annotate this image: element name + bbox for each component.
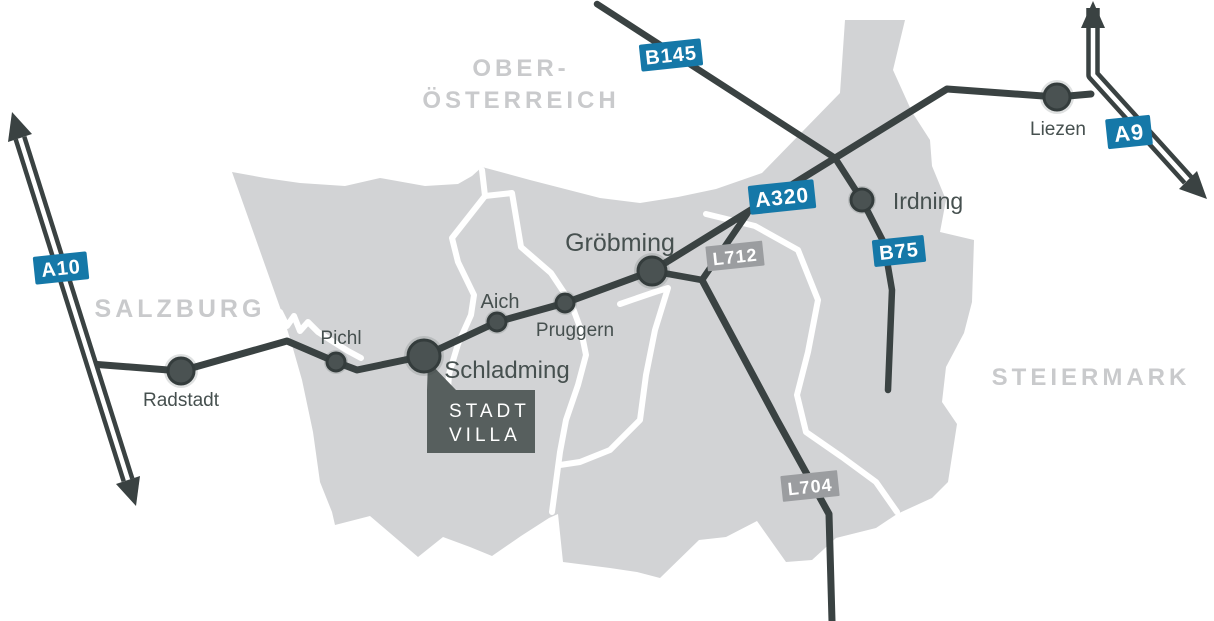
road-badge-b75-label: B75: [878, 239, 920, 265]
town-node-pichl: [325, 351, 347, 373]
road-badge-l712: L712: [705, 240, 765, 272]
local-white-roads: [277, 167, 900, 515]
town-node-aich: [486, 311, 508, 333]
white-road-west-branch: [445, 167, 488, 393]
town-label-aich: Aich: [481, 291, 520, 313]
road-badge-b145: B145: [638, 38, 704, 72]
town-label-schladming: Schladming: [444, 357, 569, 384]
region-label-salzburg: SALZBURG: [95, 295, 266, 323]
road-ennstal-main: [87, 85, 1095, 375]
a9-arrowhead-north: [1081, 1, 1105, 28]
road-badge-a320-label: A320: [754, 184, 810, 213]
town-node-pruggern: [554, 292, 576, 314]
callout-line2: VILLA: [449, 425, 521, 446]
road-badge-a10-label: A10: [40, 256, 82, 282]
region-labels: SALZBURG OBER- ÖSTERREICH STEIERMARK: [95, 55, 1191, 391]
road-badge-a10: A10: [32, 251, 90, 285]
callout-box: [427, 390, 535, 453]
a10-arrowhead-south: [116, 476, 140, 506]
road-badge-a9-label: A9: [1113, 119, 1146, 147]
town-label-irdning: Irdning: [893, 188, 963, 214]
town-labels: Radstadt Pichl Schladming Aich Pruggern …: [143, 119, 1086, 411]
town-label-groebming: Gröbming: [565, 229, 675, 257]
town-nodes: [164, 80, 1074, 388]
road-badge-b145-label: B145: [644, 42, 698, 69]
a10-arrowhead-north: [8, 112, 32, 142]
road-badge-b75: B75: [871, 235, 927, 267]
a9-arrowhead-south: [1179, 171, 1207, 199]
town-node-liezen: [1042, 82, 1072, 112]
road-l704: [698, 276, 836, 621]
road-badge-l704: L704: [780, 470, 840, 502]
white-road-border-pichl: [277, 309, 364, 361]
white-road-east-loop: [703, 211, 900, 515]
region-label-steiermark: STEIERMARK: [992, 364, 1191, 391]
road-badge-a320: A320: [747, 179, 817, 215]
town-node-groebming: [636, 255, 668, 287]
town-label-pichl: Pichl: [320, 328, 361, 349]
white-road-east-branch: [482, 190, 589, 515]
white-road-groebming-south: [557, 285, 671, 468]
town-label-pruggern: Pruggern: [536, 320, 614, 341]
motorway-a9: [1081, 1, 1207, 199]
town-label-liezen: Liezen: [1030, 119, 1086, 140]
road-badge-l712-label: L712: [712, 245, 759, 270]
town-node-irdning: [849, 187, 875, 213]
motorway-a10: [8, 112, 140, 506]
callout-line1: STADT: [449, 401, 530, 422]
town-node-radstadt: [166, 356, 196, 386]
region-label-oberoesterreich-line1: OBER-: [472, 55, 569, 82]
region-label-oberoesterreich-line2: ÖSTERREICH: [422, 87, 619, 114]
town-label-radstadt: Radstadt: [143, 390, 220, 411]
road-badge-l704-label: L704: [787, 475, 834, 500]
town-node-schladming: [406, 338, 442, 374]
road-badge-a9: A9: [1105, 114, 1153, 150]
main-roads: [87, 0, 1095, 621]
road-b145-b75: [593, 0, 896, 394]
